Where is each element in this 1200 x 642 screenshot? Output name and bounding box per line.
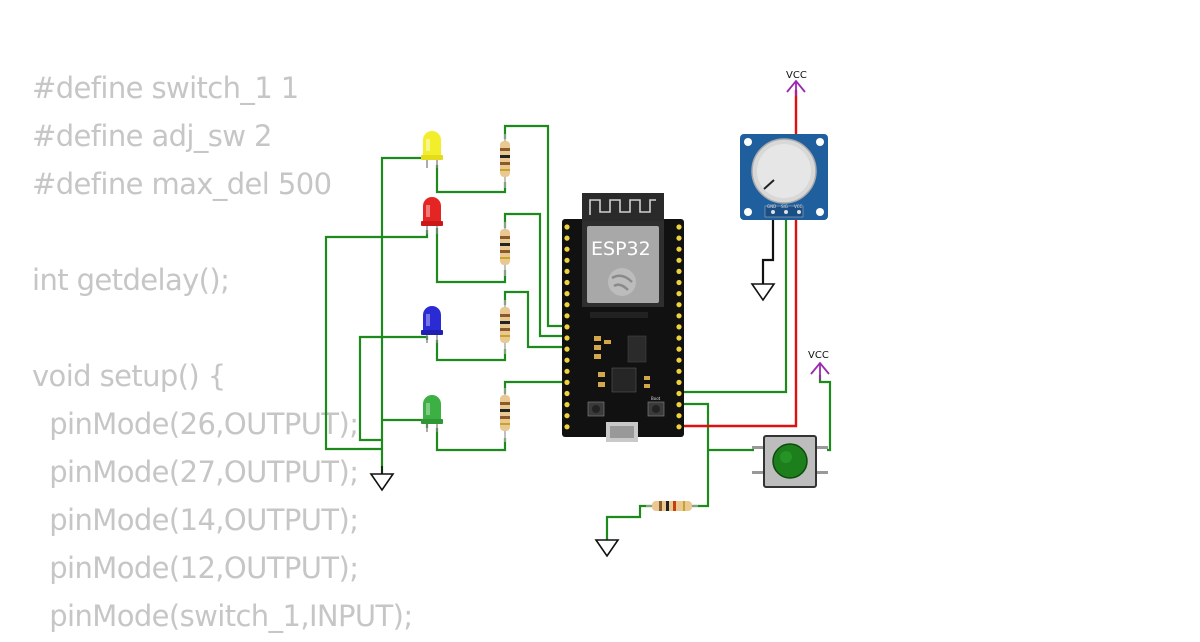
wire-yellow-ground <box>380 156 429 474</box>
ground-symbol-led <box>369 466 395 492</box>
esp32-pin <box>564 246 570 252</box>
espressif-logo-icon <box>608 268 636 296</box>
esp32-pin <box>676 268 682 274</box>
esp32-pin <box>676 224 682 230</box>
esp32-pin <box>676 402 682 408</box>
potentiometer-module: GND SIG VCC <box>740 134 828 220</box>
vcc-label-button: VCC <box>808 350 829 361</box>
wire-yellow-resistor <box>435 165 507 194</box>
code-line: int getdelay(); <box>32 263 230 297</box>
esp32-pin <box>564 346 570 352</box>
esp32-pin <box>676 357 682 363</box>
wire-green-ground <box>382 418 429 428</box>
esp32-pin <box>564 335 570 341</box>
wire-yellow-pin <box>503 124 567 328</box>
pot-pin-vcc-label: VCC <box>794 204 803 209</box>
esp32-pin <box>564 235 570 241</box>
ground-symbol-button <box>594 539 620 558</box>
wire-green-pin <box>503 380 567 394</box>
esp32-pin <box>564 379 570 385</box>
esp32-pin <box>564 402 570 408</box>
resistor-yellow <box>500 134 510 188</box>
usb-uart-chip <box>611 367 637 393</box>
esp32-pin <box>676 291 682 297</box>
led-green <box>421 395 443 432</box>
wire-blue-ground <box>358 335 429 442</box>
wire-green-resistor <box>435 428 507 452</box>
esp32-pin <box>676 246 682 252</box>
code-line: pinMode(switch_1,INPUT); <box>32 599 413 633</box>
esp32-pin <box>676 324 682 330</box>
resistor-pulldown <box>646 501 698 511</box>
esp32-pin <box>564 268 570 274</box>
led-yellow <box>421 131 443 168</box>
wire-pot-ground <box>761 212 775 284</box>
code-editor: #define switch_1 1 #define adj_sw 2 #defin… <box>32 66 413 642</box>
esp32-pin <box>676 424 682 430</box>
pushbutton[interactable] <box>752 435 828 488</box>
wire-red-pin <box>503 212 567 338</box>
esp32-pin <box>676 335 682 341</box>
vcc-symbol-pot: VCC <box>786 70 807 96</box>
esp32-pin <box>676 390 682 397</box>
pot-pin-gnd-label: GND <box>767 204 776 209</box>
wire-red-resistor <box>435 228 507 284</box>
esp32-pin <box>676 313 682 319</box>
wire-pulldown-ground <box>605 504 652 540</box>
esp32-pin <box>676 279 682 286</box>
led-red <box>421 197 443 234</box>
esp32-pin <box>564 324 570 330</box>
esp32-board: ESP32 Boot <box>562 193 684 442</box>
esp32-pin <box>564 424 570 430</box>
esp32-pin <box>676 235 682 241</box>
esp32-pin <box>564 390 570 397</box>
esp32-pin <box>676 257 682 263</box>
code-line: void setup() { <box>32 359 226 393</box>
esp32-pin <box>564 257 570 263</box>
ground-symbol-pot <box>750 283 776 302</box>
boot-label: Boot <box>651 396 661 401</box>
wire-button-vcc <box>818 375 832 452</box>
esp32-pin <box>564 224 570 230</box>
esp32-pin <box>564 368 570 374</box>
vcc-symbol-button: VCC <box>808 350 830 380</box>
wire-red-ground <box>324 230 429 451</box>
esp32-pin <box>676 379 682 385</box>
esp32-pin <box>676 413 682 419</box>
esp32-pin <box>564 291 570 297</box>
vcc-label-pot: VCC <box>786 70 807 81</box>
code-line: pinMode(26,OUTPUT); <box>32 407 359 441</box>
esp32-pin <box>564 357 570 363</box>
esp32-pin <box>564 279 570 286</box>
esp32-pin <box>564 313 570 319</box>
code-line: #define max_del 500 <box>32 167 332 201</box>
pot-pin-sig-label: SIG <box>781 204 788 209</box>
led-blue <box>421 306 443 343</box>
esp32-pin <box>564 302 570 308</box>
esp32-pin <box>676 368 682 374</box>
code-line: #define adj_sw 2 <box>32 119 272 153</box>
resistor-blue <box>500 300 510 354</box>
wire-blue-pin <box>503 290 567 349</box>
resistor-red <box>500 222 510 276</box>
esp32-label: ESP32 <box>591 238 651 260</box>
code-line: pinMode(12,OUTPUT); <box>32 551 359 585</box>
esp32-pin-headers <box>564 224 682 430</box>
esp32-pin <box>564 413 570 419</box>
code-line: #define switch_1 1 <box>32 71 299 105</box>
code-line: pinMode(27,OUTPUT); <box>32 455 359 489</box>
code-line: pinMode(14,OUTPUT); <box>32 503 359 537</box>
resistor-green <box>500 388 510 442</box>
esp32-pin <box>676 346 682 352</box>
esp32-pin <box>676 302 682 308</box>
wire-blue-resistor <box>435 340 507 362</box>
